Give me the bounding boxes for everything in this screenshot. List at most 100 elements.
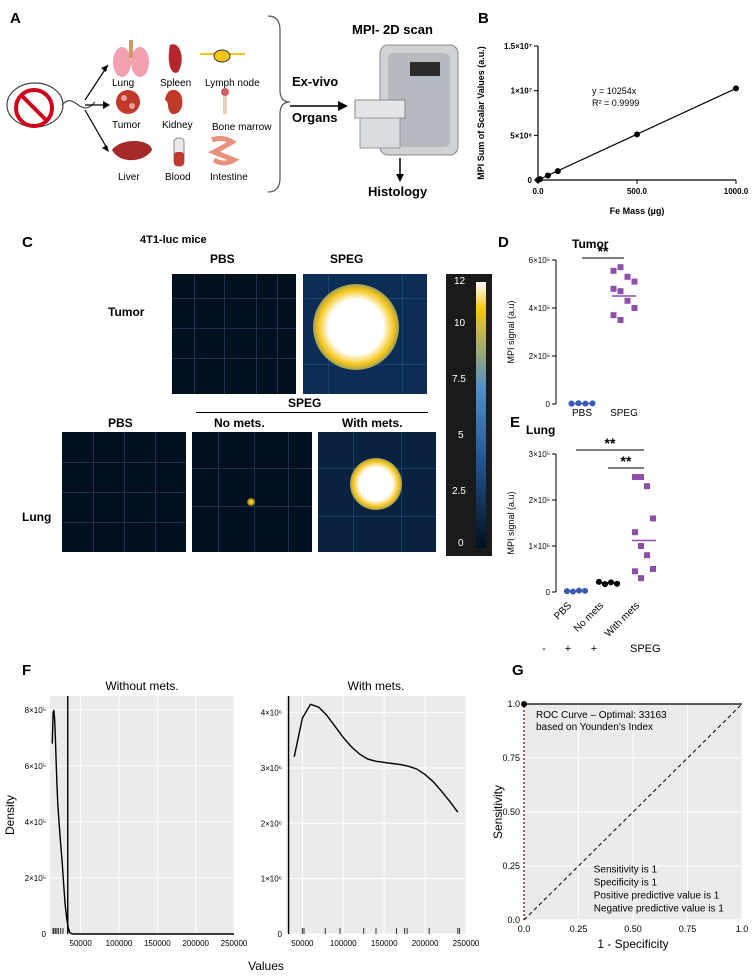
y-tick-label: 2×10⁵ [529,496,550,505]
x-tick-label: 250000 [221,939,248,948]
stat-line: Sensitivity is 1 [594,864,658,875]
y-tick-label: 0 [278,930,283,939]
x-tick-label: No mets [572,600,606,634]
data-point [617,317,624,323]
prohibited-icon [14,88,54,128]
panel-d-label: D [498,234,509,251]
data-point [624,297,631,304]
lymph-node-icon [200,49,245,63]
panel-b-label: B [478,10,489,27]
x-tick-label: 250000 [453,939,480,948]
speg-mark: + [591,643,597,655]
data-point [614,580,620,587]
data-point [631,278,638,285]
y-tick-label: 0 [528,176,533,185]
stat-line: Negative predictive value is 1 [594,903,725,914]
x-tick-label: 1.0 [736,924,749,934]
y-tick-label: 1×10⁷ [511,87,532,96]
x-tick-label: 0.0 [532,187,544,196]
x-tick-label: 150000 [144,939,171,948]
ex-vivo-label: Ex-vivo [292,74,339,89]
chart-title: Tumor [572,237,609,251]
x-tick-label: 200000 [182,939,209,948]
plot-background [50,696,234,934]
organ-label-bone-marrow: Bone marrow [212,122,272,133]
mpi-scanner-icon [354,44,459,156]
x-tick-label: With mets [603,600,642,639]
y-axis-title: MPI signal (a.u) [506,491,516,554]
organs-label: Organs [292,110,338,125]
data-point [596,578,602,585]
significance-label-2: ** [621,453,632,469]
y-axis-title: MPI signal (a.u) [506,300,516,363]
diagonal-reference [523,703,743,921]
roc-annotation-1: ROC Curve – Optimal: 33163 [536,710,667,721]
label-lung-row: Lung [22,510,52,524]
plot-background [286,696,466,934]
label-no-mets: No mets. [214,416,265,430]
organ-label-lung: Lung [112,78,135,89]
y-tick-label: 1×10⁶ [261,875,282,884]
speg-mark: + [565,643,571,655]
data-point [638,543,644,549]
data-point [610,267,617,274]
significance-label: ** [598,243,609,259]
panel-a-schematic [6,15,459,193]
y-tick-label: 0.75 [502,753,520,763]
stat-line: Positive predictive value is 1 [594,890,720,901]
y-tick-label: 4×10⁵ [529,304,550,313]
data-point [650,566,656,572]
y-tick-label: 0 [546,400,551,409]
optimal-point [521,701,527,707]
mpi-image-lung-no-mets [192,432,312,552]
y-tick-label: 4×10⁵ [25,818,46,827]
blood-tube-icon [173,137,185,167]
organ-label-lymph-node: Lymph node [205,78,260,89]
data-point [554,168,561,175]
organ-label-kidney: Kidney [162,120,193,131]
histology-label: Histology [368,184,428,199]
spleen-icon [168,44,182,73]
speg-row-label: SPEG [630,643,661,655]
y-tick-label: 1.0 [507,699,520,709]
speg-group-line [196,412,428,413]
label-pbs-bottom: PBS [108,416,133,430]
data-point [650,515,656,522]
stat-line: Specificity is 1 [594,877,658,888]
y-tick-label: 6×10⁵ [25,762,46,771]
mpi-image-lung-with-mets [318,432,436,552]
organ-label-tumor: Tumor [112,120,141,131]
panel-g-label: G [512,662,524,679]
panel-e-label: E [510,414,521,431]
lung-icon [113,40,149,77]
colorbar-tick-2-5: 2.5 [452,486,466,497]
y-tick-label: 1.5×10⁷ [504,42,532,51]
y-tick-label: 0 [42,930,47,939]
data-point [632,568,638,575]
chart-title: With mets. [348,679,405,693]
panel-g-chart: 0.00.00.250.250.500.500.750.751.01.0ROC … [491,699,749,951]
x-tick-label: 0.75 [679,924,697,934]
data-point [631,305,638,311]
label-speg-top: SPEG [330,252,364,266]
label-speg-group: SPEG [288,396,322,410]
y-tick-label: 1×10⁵ [529,542,550,551]
colorbar-frame: 12 10 7.5 5 2.5 0 [446,274,492,556]
kidney-icon [165,89,183,115]
x-tick-label: 0.25 [570,924,588,934]
bone-icon [221,88,229,114]
y-tick-label: 0.0 [507,915,520,925]
x-tick-label: 50000 [291,939,314,948]
colorbar-gradient [476,282,486,548]
x-tick-label: 150000 [371,939,398,948]
mpi-scan-title: MPI- 2D scan [352,22,433,37]
y-tick-label: 0.25 [502,861,520,871]
x-tick-label: 200000 [412,939,439,948]
y-tick-label: 8×10⁵ [25,706,46,715]
tumor-icon [116,90,140,114]
data-point [638,474,644,480]
data-point [617,288,624,295]
mpi-image-tumor-pbs [172,274,296,394]
x-tick-label: 0.0 [518,924,531,934]
